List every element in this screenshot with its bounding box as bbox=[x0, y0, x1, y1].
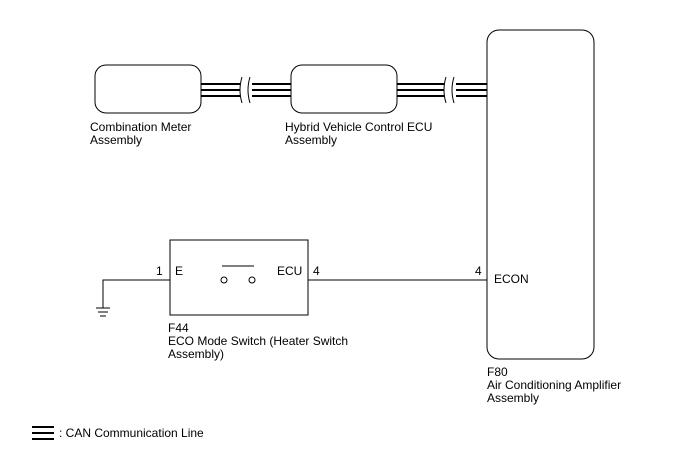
eco-switch-box bbox=[169, 239, 309, 316]
combination-meter-label: Combination Meter Assembly bbox=[90, 121, 191, 147]
ground-symbol bbox=[96, 279, 170, 317]
pin-e-name: E bbox=[175, 264, 184, 278]
can-break-mark-1 bbox=[239, 76, 251, 104]
combination-meter-label-line2: Assembly bbox=[90, 133, 143, 147]
ac-amplifier-code: F80 bbox=[487, 365, 508, 379]
hybrid-ecu-label-line1: Hybrid Vehicle Control ECU bbox=[285, 120, 433, 134]
pin-ecu-name: ECU bbox=[277, 264, 303, 278]
ac-amplifier-label: F80 Air Conditioning Amplifier Assembly bbox=[487, 366, 621, 405]
can-legend-symbol bbox=[32, 426, 54, 440]
pin-econ-name: ECON bbox=[494, 272, 529, 286]
combination-meter-label-line1: Combination Meter bbox=[90, 120, 192, 134]
pin-econ-number: 4 bbox=[475, 264, 482, 278]
hybrid-ecu-box bbox=[290, 64, 398, 114]
hybrid-ecu-label: Hybrid Vehicle Control ECU Assembly bbox=[285, 121, 432, 147]
can-line-meter-hybrid bbox=[200, 83, 292, 97]
ac-amplifier-box bbox=[486, 29, 595, 360]
can-break-mark-2 bbox=[443, 76, 455, 104]
ac-amplifier-label-line2: Assembly bbox=[487, 391, 540, 405]
eco-switch-code: F44 bbox=[168, 321, 189, 335]
pin-ecu-number: 4 bbox=[313, 264, 320, 278]
ac-amplifier-label-line1: Air Conditioning Amplifier bbox=[487, 378, 622, 392]
eco-switch-label: F44 ECO Mode Switch (Heater Switch Assem… bbox=[168, 322, 348, 361]
switch-contact bbox=[220, 265, 256, 284]
can-legend-label: : CAN Communication Line bbox=[59, 426, 204, 440]
pin-e-number: 1 bbox=[156, 264, 163, 278]
eco-switch-label-line1: ECO Mode Switch (Heater Switch bbox=[168, 334, 349, 348]
hybrid-ecu-label-line2: Assembly bbox=[285, 133, 338, 147]
eco-switch-label-line2: Assembly) bbox=[168, 347, 225, 361]
can-line-hybrid-amplifier bbox=[396, 83, 488, 97]
combination-meter-box bbox=[94, 64, 202, 114]
